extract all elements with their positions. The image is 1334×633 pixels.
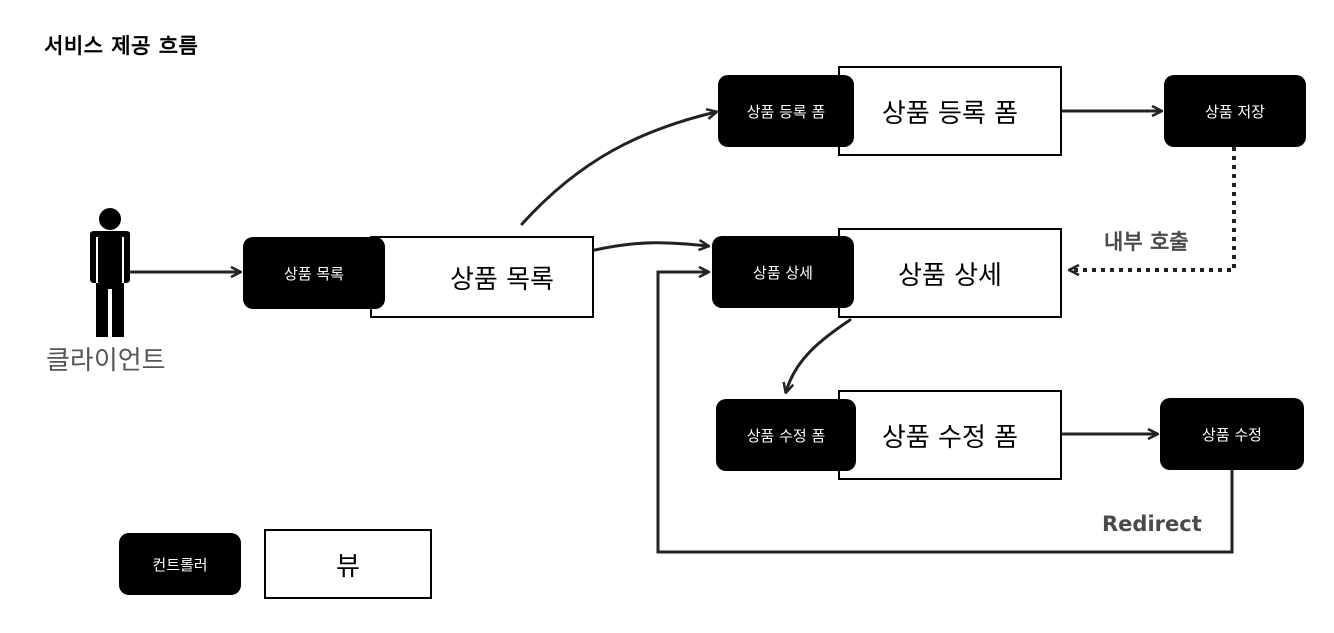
legend-view: 뷰 <box>264 529 432 599</box>
controller-product-list: 상품 목록 <box>243 237 385 309</box>
person-icon <box>90 208 130 337</box>
view-product-list-label: 상품 목록 <box>450 264 554 295</box>
controller-add-form: 상품 등록 폼 <box>718 75 854 147</box>
arrow-detail-to-edit-form <box>786 318 852 392</box>
controller-edit-form: 상품 수정 폼 <box>716 399 856 471</box>
arrow-list-to-detail <box>593 243 708 252</box>
view-detail: 상품 상세 <box>838 228 1062 318</box>
view-edit-form-label: 상품 수정 폼 <box>881 422 1019 453</box>
arrow-redirect-to-detail <box>656 272 1234 554</box>
controller-edit: 상품 수정 <box>1160 398 1304 470</box>
legend-controller: 컨트롤러 <box>119 533 241 595</box>
view-detail-label: 상품 상세 <box>898 260 1002 291</box>
view-edit-form: 상품 수정 폼 <box>838 390 1062 480</box>
diagram-title: 서비스 제공 흐름 <box>44 34 199 58</box>
view-product-list: 상품 목록 <box>370 236 594 318</box>
controller-detail: 상품 상세 <box>712 236 854 308</box>
view-add-form-label: 상품 등록 폼 <box>881 98 1019 129</box>
redirect-label: Redirect <box>1102 512 1202 536</box>
arrow-internal-call <box>1070 147 1236 270</box>
internal-call-label: 내부 호출 <box>1104 230 1189 254</box>
client-label: 클라이언트 <box>46 346 166 376</box>
controller-save: 상품 저장 <box>1164 75 1306 147</box>
arrow-list-to-add-form <box>520 112 716 226</box>
